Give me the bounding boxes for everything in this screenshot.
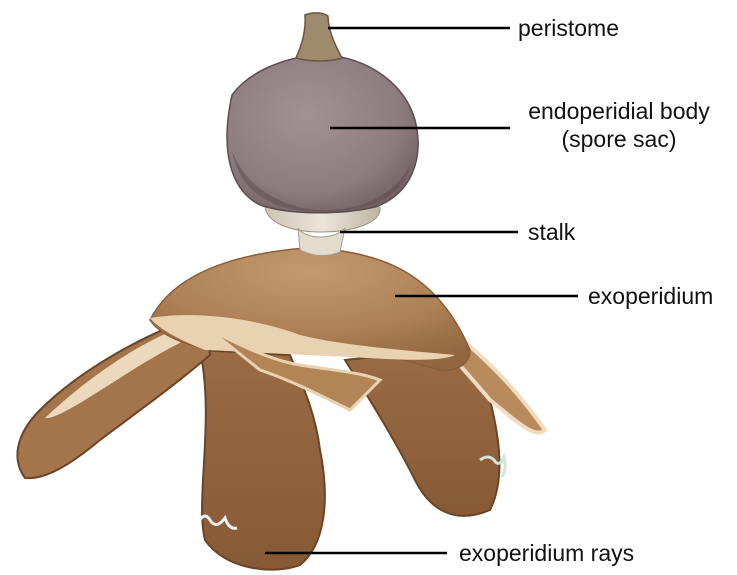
peristome — [296, 13, 342, 61]
label-endoperidial-line2: (spore sac) — [514, 125, 724, 153]
label-exoperidium: exoperidium — [588, 282, 713, 310]
label-exoperidium-rays: exoperidium rays — [459, 539, 634, 567]
label-endoperidial-line1: endoperidial body — [514, 97, 724, 125]
label-endoperidial-body: endoperidial body (spore sac) — [514, 97, 724, 153]
endoperidial-body — [227, 55, 418, 213]
label-stalk: stalk — [528, 218, 575, 246]
label-peristome: peristome — [518, 14, 619, 42]
